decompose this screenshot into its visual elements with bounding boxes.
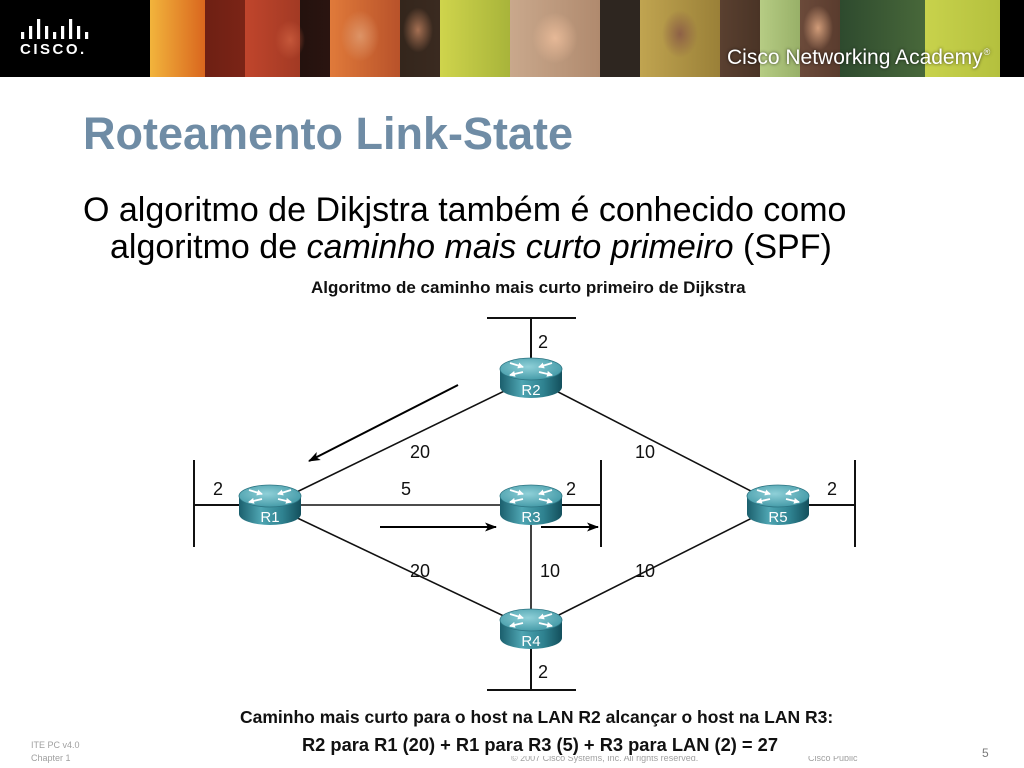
registered-mark: ® <box>983 47 991 57</box>
academy-name-text: Cisco Networking Academy <box>727 46 983 69</box>
link-r1-r4 <box>269 504 532 630</box>
router-icon <box>500 609 562 649</box>
router-r3: R3 <box>500 485 562 526</box>
body-text-line-2-end: (SPF) <box>733 228 832 266</box>
cost-r1-r3: 5 <box>401 479 411 499</box>
link-r1-r2 <box>269 377 532 506</box>
page-number: 5 <box>982 746 989 760</box>
cost-r2-r5: 10 <box>635 442 655 462</box>
diagram-caption-line-1: Caminho mais curto para o host na LAN R2… <box>240 707 833 727</box>
footer-course: ITE PC v4.0 <box>31 740 80 750</box>
router-label-r5: R5 <box>768 509 787 526</box>
router-label-r1: R1 <box>260 509 279 526</box>
spf-term-emphasis: caminho mais curto primeiro <box>306 228 734 266</box>
router-icon <box>500 358 562 398</box>
cisco-wordmark: CISCO. <box>20 41 87 58</box>
cost-lan-r2: 2 <box>538 332 548 352</box>
cost-r3-r4: 10 <box>540 561 560 581</box>
slide-title: Roteamento Link-State <box>83 108 574 159</box>
router-label-r4: R4 <box>521 633 540 650</box>
router-label-r3: R3 <box>521 509 540 526</box>
cost-r1-r2: 20 <box>410 442 430 462</box>
body-text-line-1: O algoritmo de Dikjstra também é conheci… <box>83 191 847 229</box>
router-icon <box>747 485 809 525</box>
body-text-line-2-start: algoritmo de <box>110 228 307 266</box>
cost-lan-r4: 2 <box>538 662 548 682</box>
arrow-icon <box>308 384 459 462</box>
cost-r4-r5: 10 <box>635 561 655 581</box>
cost-lan-r1: 2 <box>213 479 223 499</box>
cisco-logo: CISCO. <box>20 17 92 59</box>
router-r2: R2 <box>500 358 562 399</box>
cost-lan-r3: 2 <box>566 479 576 499</box>
caption-background <box>230 700 870 756</box>
academy-name: Cisco Networking Academy® <box>727 40 990 70</box>
router-icon <box>500 485 562 525</box>
router-r4: R4 <box>500 609 562 650</box>
cisco-bridge-logo-icon <box>21 19 89 39</box>
cost-lan-r5: 2 <box>827 479 837 499</box>
footer-chapter: Chapter 1 <box>31 753 71 763</box>
link-r4-r5 <box>530 504 779 630</box>
header-banner: CISCO. Cisco Networking Academy® <box>0 0 1024 77</box>
router-label-r2: R2 <box>521 382 540 399</box>
footer-copyright: © 2007 Cisco Systems, Inc. All rights re… <box>511 753 699 763</box>
header-photo-strip <box>150 0 1000 77</box>
router-r1: R1 <box>239 485 301 526</box>
link-r2-r5 <box>530 377 779 506</box>
footer-classification: Cisco Public <box>808 753 858 763</box>
body-text-line-2: algoritmo de caminho mais curto primeiro… <box>110 230 832 264</box>
diagram-caption-line-2: R2 para R1 (20) + R1 para R3 (5) + R3 pa… <box>302 734 778 755</box>
cost-r1-r4: 20 <box>410 561 430 581</box>
router-icon <box>239 485 301 525</box>
diagram-title: Algoritmo de caminho mais curto primeiro… <box>311 278 746 297</box>
router-r5: R5 <box>747 485 809 526</box>
